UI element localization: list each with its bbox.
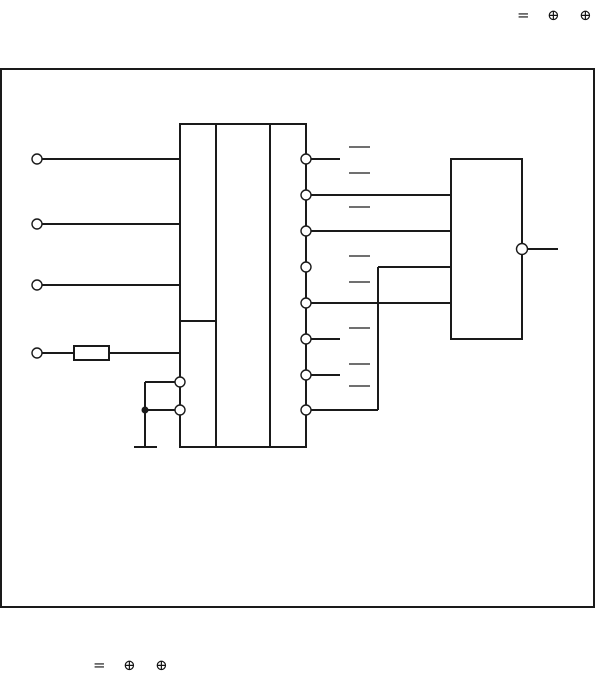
input-pin: [31, 153, 43, 165]
diagram-frame: [0, 68, 595, 608]
output-pins: [300, 153, 312, 416]
equals-symbol: =: [517, 6, 530, 24]
xor-symbol: ⊕: [579, 6, 592, 24]
nand-gate: [450, 158, 558, 340]
formula-bottom: = ⊕ ⊕: [93, 656, 175, 674]
enable-pin: [174, 376, 186, 388]
output-pin: [300, 297, 312, 309]
output-pin: [300, 333, 312, 345]
gate-body: [450, 158, 523, 340]
ground-connection: [134, 376, 186, 448]
output-pin: [300, 369, 312, 381]
xor-symbol: ⊕: [155, 656, 168, 674]
enable-pin: [174, 404, 186, 416]
gate-connections: [306, 194, 451, 411]
formula-top: = ⊕ ⊕: [517, 6, 599, 24]
xor-symbol: ⊕: [123, 656, 136, 674]
output-pin: [300, 189, 312, 201]
ic-body: [179, 123, 307, 448]
input-pin: [31, 218, 43, 230]
input-pin: [31, 279, 43, 291]
resistor: [73, 345, 110, 361]
input-lines: [42, 158, 180, 361]
output-pin: [300, 225, 312, 237]
input-pin: [31, 347, 43, 359]
input-pins: [31, 153, 43, 359]
junction-dot: [141, 406, 149, 414]
output-pin: [300, 261, 312, 273]
xor-symbol: ⊕: [547, 6, 560, 24]
equals-symbol: =: [93, 656, 106, 674]
output-pin: [300, 404, 312, 416]
inversion-bubble: [515, 242, 529, 256]
output-stubs: [306, 146, 370, 387]
output-pin: [300, 153, 312, 165]
ic-block: [179, 123, 307, 448]
